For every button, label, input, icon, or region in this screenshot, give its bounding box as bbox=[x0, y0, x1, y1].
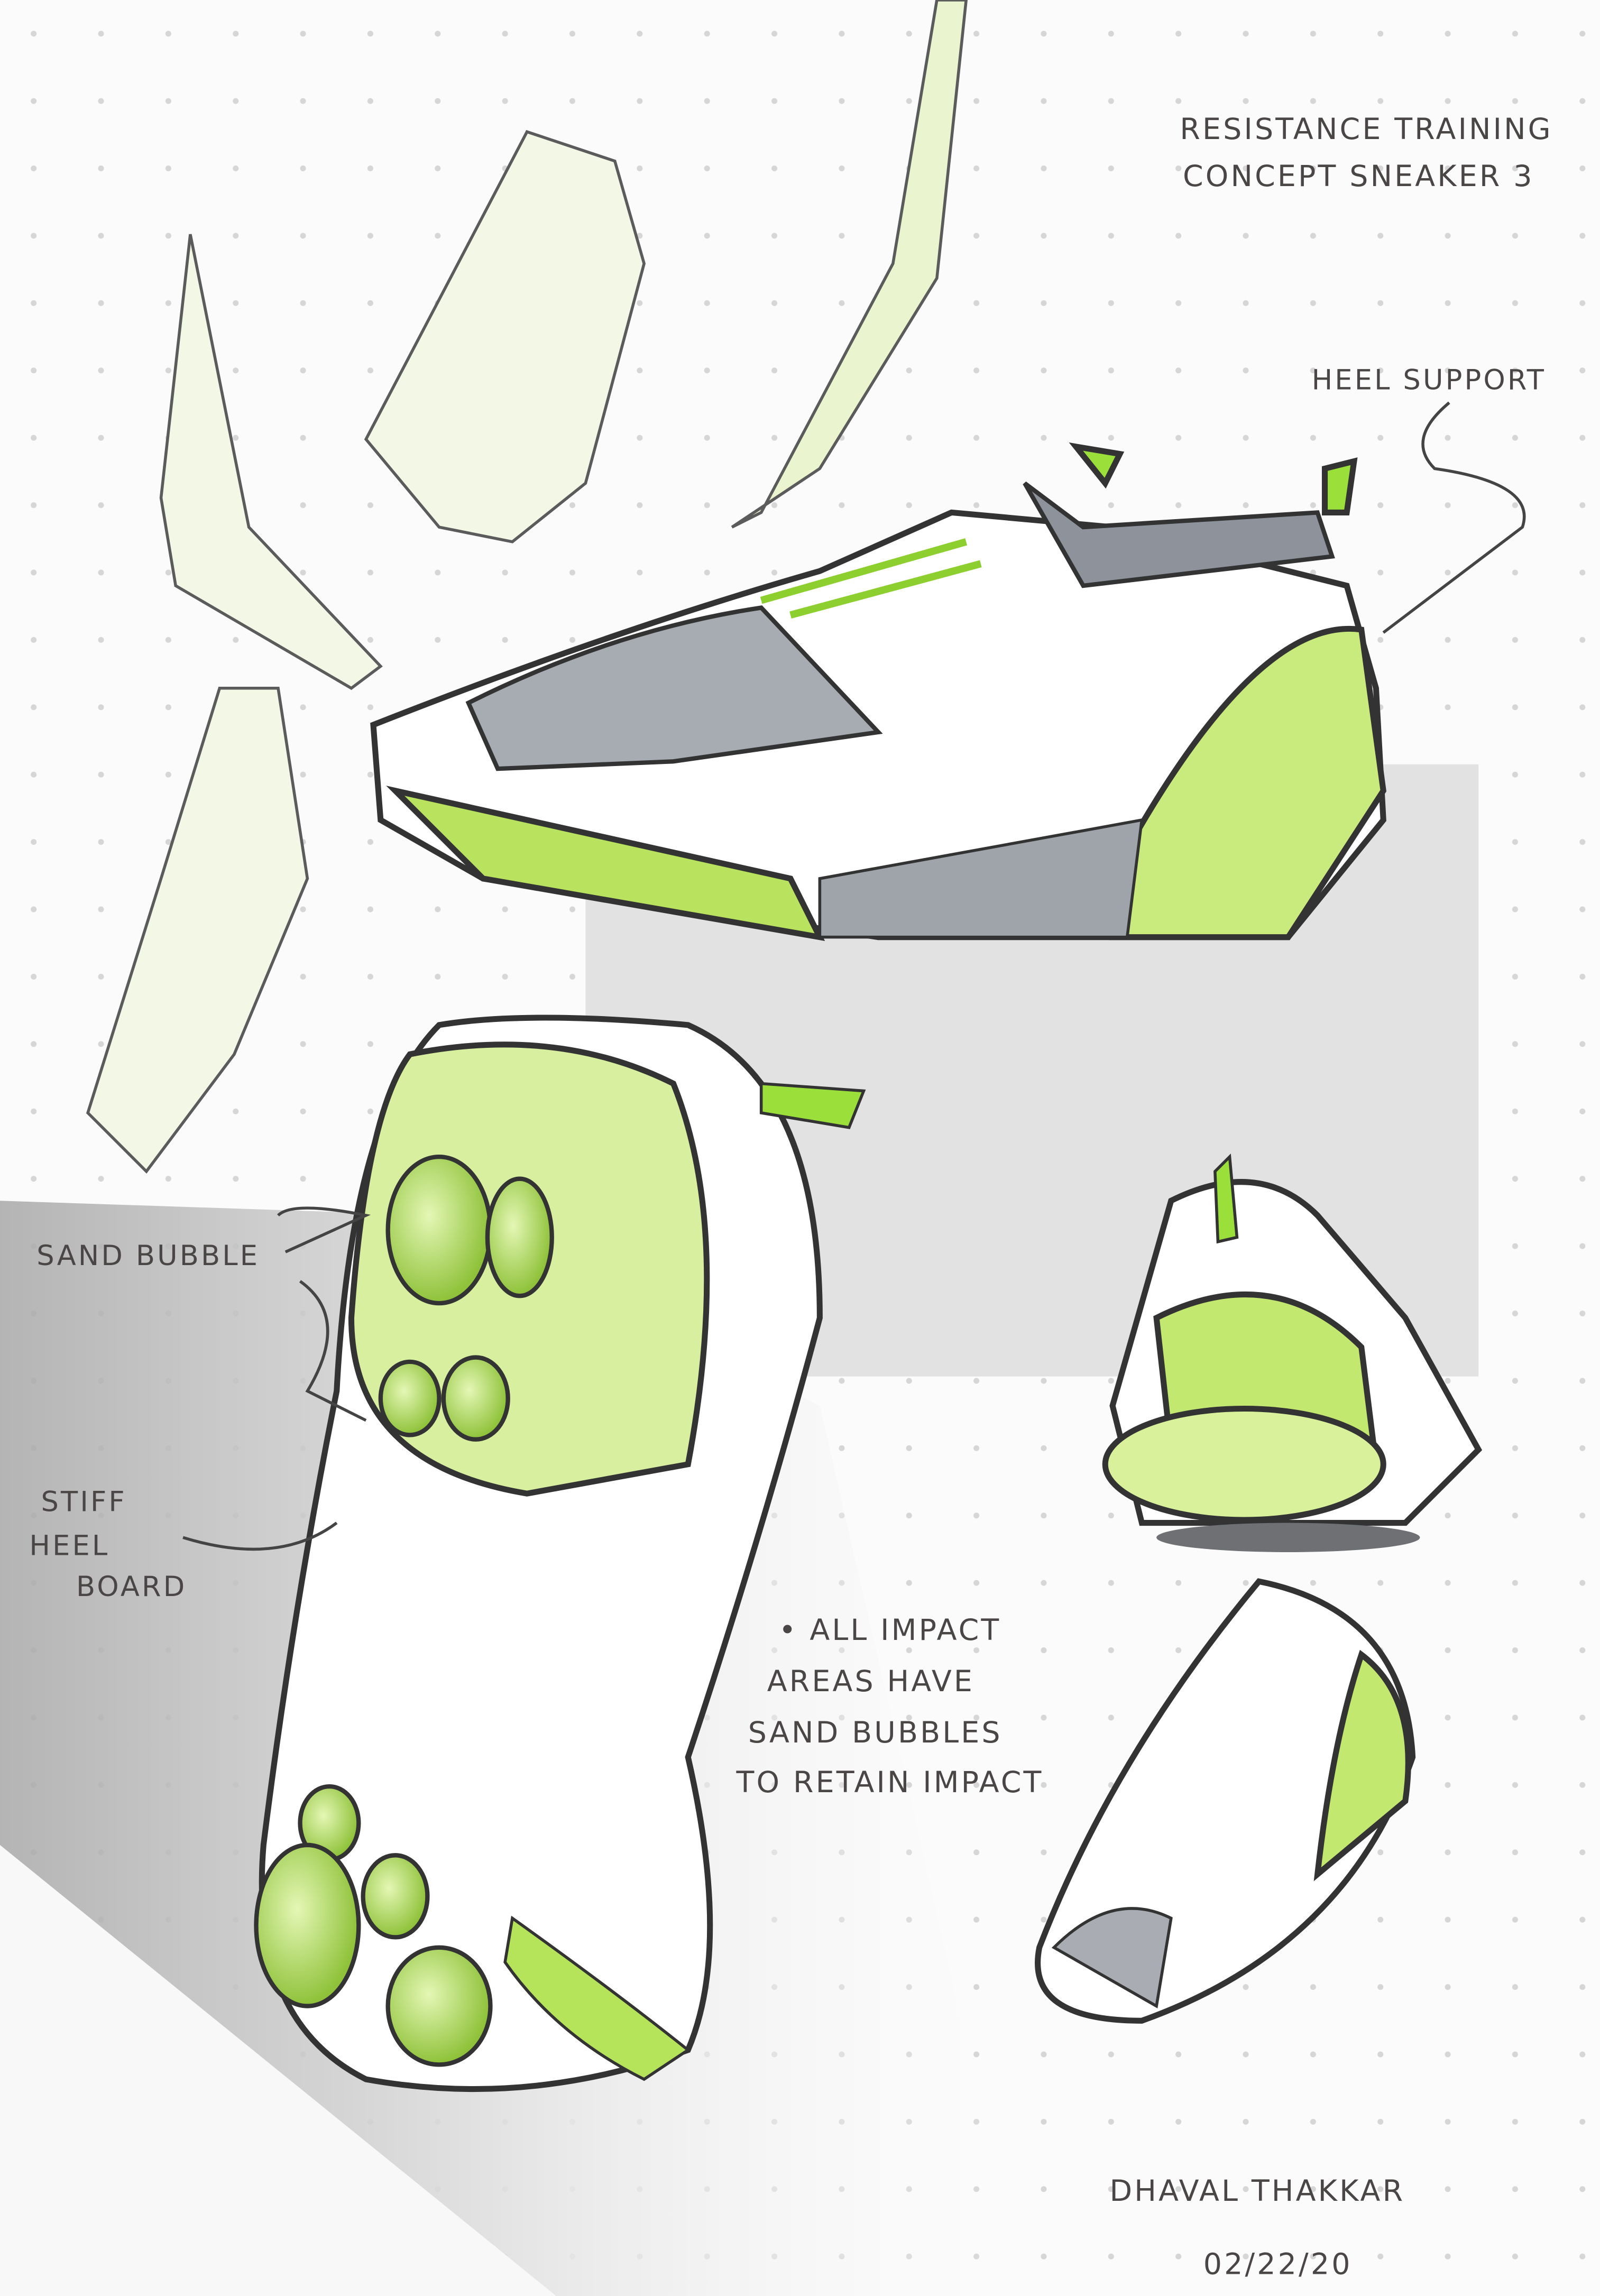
heel-support-leader bbox=[1382, 401, 1526, 634]
title: RESISTANCE TRAINING CONCEPT SNEAKER 3 bbox=[1180, 113, 1552, 193]
reflected-shoe bbox=[1035, 1578, 1416, 2024]
outsole-view-shoe bbox=[254, 1015, 866, 2092]
stiff-heel-board-leader bbox=[182, 1522, 338, 1551]
note-line: • ALL IMPACT bbox=[779, 1613, 1001, 1647]
foot-sketch-4 bbox=[86, 687, 309, 1174]
title-line-1: RESISTANCE TRAINING bbox=[1180, 113, 1552, 146]
foot-sketch-1 bbox=[159, 234, 383, 690]
note-line: SAND BUBBLES bbox=[748, 1716, 1003, 1750]
sketch-date: 02/22/20 bbox=[1203, 2247, 1353, 2281]
impact-note: • ALL IMPACT AREAS HAVE SAND BUBBLES TO … bbox=[736, 1613, 1044, 1800]
stiff-heel-board-line: BOARD bbox=[76, 1571, 187, 1603]
floor-edge bbox=[0, 1845, 557, 2296]
stiff-heel-board-label: STIFF HEEL BOARD bbox=[29, 1486, 187, 1603]
sand-bubble-leader bbox=[277, 1206, 371, 1253]
title-line-2: CONCEPT SNEAKER 3 bbox=[1183, 160, 1534, 193]
rear-view-shoe bbox=[1102, 1153, 1483, 1552]
foot-sketch-3 bbox=[731, 0, 968, 529]
sand-bubble-label: SAND BUBBLE bbox=[36, 1240, 260, 1272]
signature-block: DHAVAL THAKKAR 02/22/20 bbox=[1110, 2174, 1405, 2282]
foot-sketch-2 bbox=[364, 130, 646, 543]
callout-lines bbox=[182, 401, 1526, 1551]
sand-bubbles bbox=[254, 1154, 554, 2067]
note-line: AREAS HAVE bbox=[767, 1665, 974, 1699]
sand-bubble-leader-2 bbox=[299, 1280, 367, 1422]
stiff-heel-board-line: HEEL bbox=[29, 1529, 109, 1562]
note-line: TO RETAIN IMPACT bbox=[736, 1766, 1044, 1800]
side-view-shoe bbox=[370, 442, 1387, 941]
artist-name: DHAVAL THAKKAR bbox=[1110, 2174, 1405, 2208]
heel-support-label: HEEL SUPPORT bbox=[1312, 364, 1546, 397]
foot-sketches bbox=[86, 0, 968, 1174]
stiff-heel-board-line: STIFF bbox=[41, 1486, 127, 1518]
